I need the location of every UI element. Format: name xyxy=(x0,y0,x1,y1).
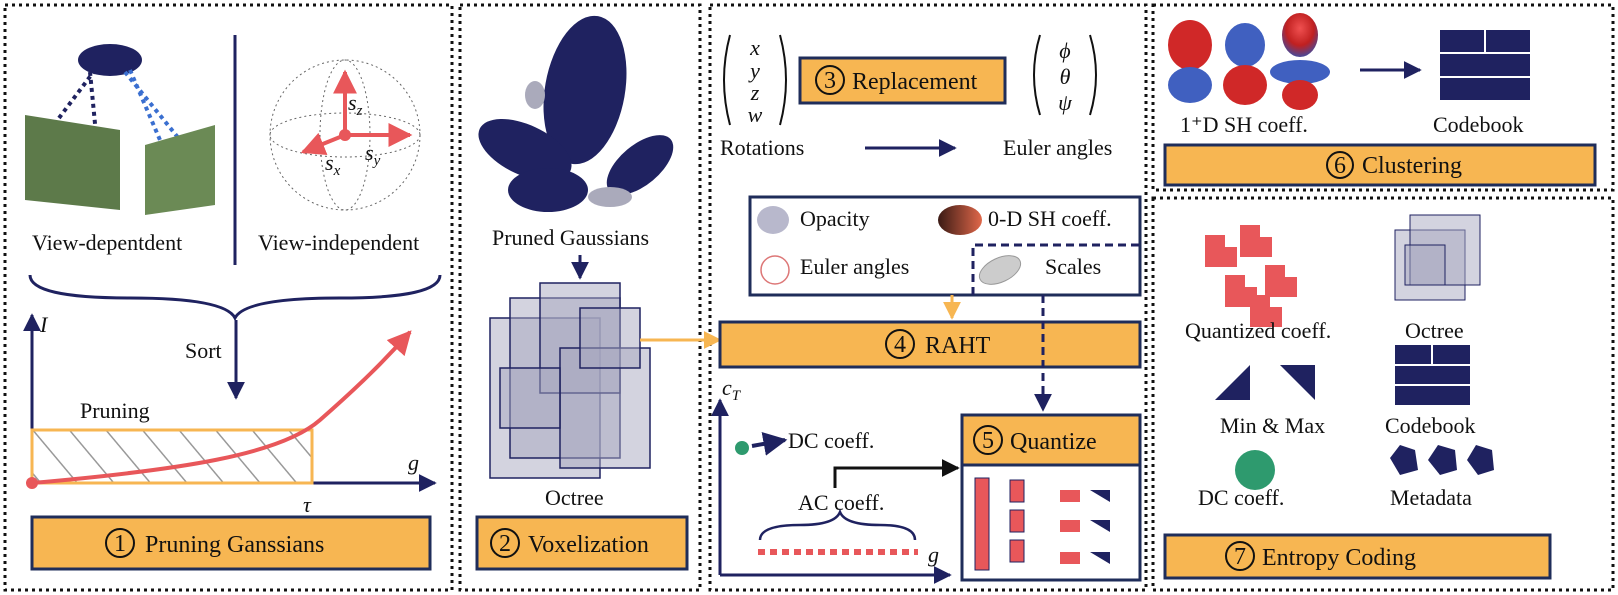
svg-text:Entropy Coding: Entropy Coding xyxy=(1262,545,1416,571)
svg-text:g: g xyxy=(408,450,419,475)
octree-icon-small xyxy=(1394,214,1481,301)
euler-vector: ϕ θ ψ xyxy=(1033,34,1097,116)
codebook-label: Codebook xyxy=(1433,112,1523,137)
photo-right xyxy=(145,125,215,215)
metadata-label: Metadata xyxy=(1390,485,1472,510)
stage-5-box: 5 Quantize xyxy=(960,413,1142,582)
stage-6-box: 6 Clustering xyxy=(1163,143,1597,187)
octree-label: Octree xyxy=(545,485,604,510)
panel-entropy xyxy=(1151,196,1615,592)
euler-angles-label: Euler angles xyxy=(1003,135,1112,160)
metadata-icon xyxy=(1390,445,1494,475)
svg-text:Clustering: Clustering xyxy=(1362,153,1462,179)
rotation-vector: x y z w xyxy=(723,34,787,127)
codebook-label-7: Codebook xyxy=(1385,413,1475,438)
dc-dot xyxy=(735,441,749,455)
codebook-icon xyxy=(1440,30,1530,100)
euler-angles-icon xyxy=(760,255,790,285)
svg-text:I: I xyxy=(39,312,49,337)
svg-text:DC coeff.: DC coeff. xyxy=(788,428,874,453)
svg-text:2: 2 xyxy=(499,531,511,557)
quantized-coeff-icon xyxy=(1205,225,1297,327)
svg-text:w: w xyxy=(748,102,763,127)
svg-text:0-D SH coeff.: 0-D SH coeff. xyxy=(988,206,1112,231)
dc-coeff-icon xyxy=(1235,450,1275,490)
panel-attributes xyxy=(708,3,1148,592)
svg-text:5: 5 xyxy=(982,428,994,454)
max-icon xyxy=(1280,365,1315,400)
brace xyxy=(28,274,442,322)
stage-1-box: 1 Pruning Ganssians xyxy=(30,515,432,571)
dc-coeff-label: DC coeff. xyxy=(1198,485,1284,510)
svg-text:Opacity: Opacity xyxy=(800,206,870,231)
codebook-icon-7 xyxy=(1395,345,1470,405)
sh-coeff-label: 1⁺D SH coeff. xyxy=(1180,112,1308,137)
sh-lobes-icons xyxy=(1168,13,1330,110)
scale-ellipsoid-icon xyxy=(978,255,1022,285)
svg-text:RAHT: RAHT xyxy=(925,333,991,359)
stage-4-box: 4 RAHT xyxy=(718,320,1142,369)
svg-text:Scales: Scales xyxy=(1045,254,1101,279)
svg-text:cT: cT xyxy=(722,375,742,404)
svg-text:Euler angles: Euler angles xyxy=(800,254,909,279)
pruning-label: Pruning xyxy=(80,398,150,423)
svg-text:z: z xyxy=(750,80,760,105)
svg-text:x: x xyxy=(749,35,760,60)
svg-text:6: 6 xyxy=(1334,153,1346,179)
svg-text:1: 1 xyxy=(114,531,126,557)
svg-text:AC coeff.: AC coeff. xyxy=(798,490,884,515)
sh-sphere-icon xyxy=(938,205,982,235)
panel-clustering xyxy=(1151,3,1615,192)
svg-text:7: 7 xyxy=(1234,544,1246,570)
svg-text:Replacement: Replacement xyxy=(852,69,978,95)
svg-text:sx: sx xyxy=(325,150,341,179)
stage-2-box: 2 Voxelization xyxy=(475,515,689,571)
panel-pruning xyxy=(3,3,454,592)
minmax-label: Min & Max xyxy=(1220,413,1325,438)
photo-left xyxy=(25,115,120,210)
quantized-label: Quantized coeff. xyxy=(1185,318,1331,343)
pruning-chart: I g Pruning τ xyxy=(23,312,437,517)
svg-text:θ: θ xyxy=(1060,64,1071,89)
svg-text:sy: sy xyxy=(365,140,381,169)
svg-text:Voxelization: Voxelization xyxy=(528,532,649,558)
view-independent-label: View-independent xyxy=(258,230,419,255)
view-dependent-label: View-depentdent xyxy=(32,230,182,255)
pruned-gaussians-label: Pruned Gaussians xyxy=(492,225,649,250)
stage-7-box: 7 Entropy Coding xyxy=(1163,533,1552,580)
tau-label: τ xyxy=(303,492,312,517)
octree-label-7: Octree xyxy=(1405,318,1464,343)
panel-voxelization xyxy=(458,3,702,592)
svg-text:3: 3 xyxy=(824,68,836,94)
svg-text:4: 4 xyxy=(894,332,906,358)
view-independent-illustration: sz sx sy xyxy=(269,59,421,211)
stage-3-box: 3 Replacement xyxy=(798,56,1007,105)
sort-label: Sort xyxy=(185,338,222,363)
min-icon xyxy=(1215,365,1250,400)
attributes-box: Opacity 0-D SH coeff. Euler angles Scale… xyxy=(748,195,1142,297)
svg-text:g: g xyxy=(928,542,939,567)
rotations-label: Rotations xyxy=(720,135,804,160)
opacity-icon xyxy=(757,206,789,234)
svg-text:Pruning Ganssians: Pruning Ganssians xyxy=(145,532,324,558)
svg-text:Quantize: Quantize xyxy=(1010,429,1097,455)
raht-chart: cT g DC coeff. AC coeff. xyxy=(711,375,960,584)
svg-text:ϕ: ϕ xyxy=(1059,38,1070,63)
svg-text:sz: sz xyxy=(348,90,363,119)
svg-text:y: y xyxy=(748,58,760,83)
octree-icon xyxy=(489,282,651,479)
svg-text:ψ: ψ xyxy=(1058,90,1072,115)
view-dependent-illustration xyxy=(25,44,215,215)
pruned-gaussians-illustration xyxy=(478,15,674,212)
